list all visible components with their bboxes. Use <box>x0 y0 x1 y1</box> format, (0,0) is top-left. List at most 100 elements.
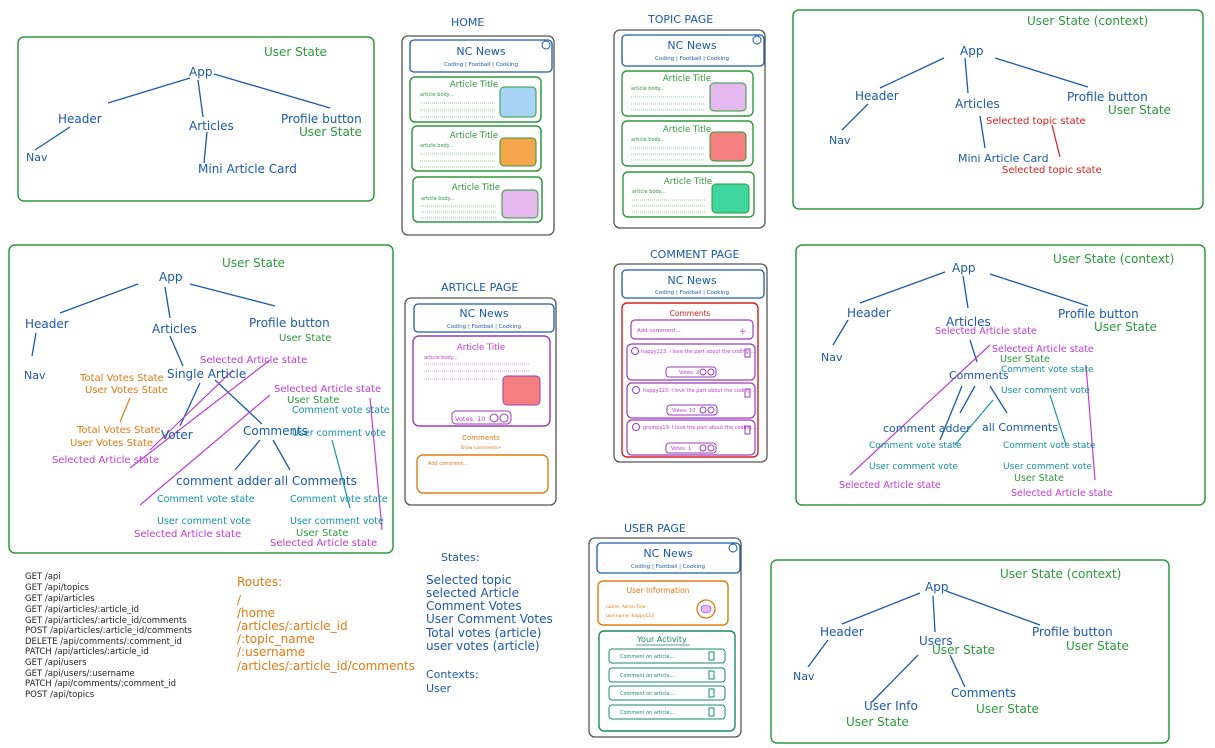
article-title: Article Title <box>663 125 711 135</box>
node-articles: Articles <box>946 315 991 329</box>
state-selected-article: Selected Article state <box>52 455 159 466</box>
api-endpoint: GET /api/articles/:article_id <box>25 605 139 615</box>
node-profile-button: Profile button <box>1058 307 1139 321</box>
trash-icon[interactable] <box>744 348 751 358</box>
panel-user-state-top-left: User State App Header Nav Articles Profi… <box>17 36 375 202</box>
article-card[interactable] <box>621 120 754 167</box>
node-all-comments: all Comments <box>274 474 357 488</box>
article-body: article body... <box>631 137 665 143</box>
avatar-icon <box>632 423 640 431</box>
votes-count: Votes: 10 <box>672 408 695 414</box>
comment-card <box>626 419 756 456</box>
wireframe-label: TOPIC PAGE <box>647 13 713 26</box>
node-header: Header <box>855 89 899 103</box>
node-header: Header <box>847 306 891 320</box>
node-comment-adder: comment adder <box>883 422 971 435</box>
article-body: article body... <box>631 86 665 92</box>
api-endpoint: POST /api/articles/:article_id/comments <box>25 626 193 636</box>
wireframe-label: ARTICLE PAGE <box>441 281 518 294</box>
panel-title: User State (context) <box>1027 14 1148 28</box>
node-users: Users <box>919 634 953 648</box>
comment-text: happy123: I love the part about the codi… <box>643 388 759 394</box>
article-card[interactable] <box>409 76 542 123</box>
show-comments-link[interactable]: Show comments+ <box>460 445 501 451</box>
topic-nav[interactable]: Coding | Football | Cooking <box>444 62 518 68</box>
route-item: /:topic_name <box>237 632 315 646</box>
article-image <box>501 189 539 219</box>
node-nav: Nav <box>24 369 46 382</box>
node-nav: Nav <box>821 351 843 364</box>
article-card[interactable] <box>622 171 755 218</box>
panel-title: User State <box>222 256 285 270</box>
downvote-icon[interactable] <box>499 413 509 423</box>
upvote-icon[interactable] <box>699 444 707 452</box>
upvote-icon[interactable] <box>489 413 499 423</box>
article-card[interactable] <box>412 176 543 223</box>
state-user: User State <box>1014 473 1064 484</box>
api-endpoint: GET /api/articles/:article_id/comments <box>25 616 187 626</box>
trash-icon[interactable] <box>708 707 715 717</box>
state-user-votes: User Votes State <box>85 385 168 396</box>
topic-nav[interactable]: Coding | Football | Cooking <box>631 564 705 570</box>
article-image <box>711 183 750 214</box>
activity-item[interactable] <box>608 648 726 664</box>
downvote-icon[interactable] <box>707 406 715 414</box>
node-single-article: Single Article <box>167 367 246 381</box>
topic-nav[interactable]: Coding | Football | Cooking <box>655 290 729 296</box>
user-name: name: Aaron Fine <box>606 604 646 610</box>
node-profile-button: Profile button <box>1032 625 1113 639</box>
vote-control <box>665 366 717 378</box>
upvote-icon[interactable] <box>699 368 707 376</box>
topic-nav[interactable]: Coding | Football | Cooking <box>655 56 729 62</box>
wireframe-label: USER PAGE <box>624 522 686 535</box>
article-body: article body... <box>424 355 458 361</box>
state-item: selected Article <box>426 586 519 600</box>
api-endpoint-list: GET /api GET /api/topics GET /api/articl… <box>25 572 193 700</box>
states-list: States: Selected topic selected Article … <box>425 551 553 695</box>
trash-icon[interactable] <box>708 670 715 680</box>
state-item: Total votes (article) <box>425 626 541 640</box>
user-icon[interactable] <box>728 543 738 553</box>
activity-item[interactable] <box>608 685 726 701</box>
downvote-icon[interactable] <box>707 368 715 376</box>
article-image <box>502 375 541 406</box>
topic-nav[interactable]: Coding | Football | Cooking <box>447 324 521 330</box>
downvote-icon[interactable] <box>707 444 715 452</box>
activity-item[interactable] <box>608 704 726 720</box>
wireframe-article-page: ARTICLE PAGE NC News Coding | Football |… <box>404 281 557 506</box>
trash-icon[interactable] <box>708 651 715 661</box>
avatar-icon <box>632 386 640 394</box>
trash-icon[interactable] <box>744 388 751 398</box>
article-image <box>499 137 537 167</box>
upvote-icon[interactable] <box>699 406 707 414</box>
article-card[interactable] <box>621 70 754 117</box>
panel-user-state-context-top-right: User State (context) App Header Nav Arti… <box>792 9 1204 210</box>
state-user-votes: User Votes State <box>70 438 153 449</box>
add-comment-box[interactable] <box>416 454 549 494</box>
article-card[interactable] <box>411 125 542 172</box>
state-selected-article: Selected Article state <box>200 355 307 366</box>
article-title: Article Title <box>664 177 712 187</box>
comments-label: Comments <box>462 434 500 442</box>
trash-icon[interactable] <box>708 688 715 698</box>
activity-item[interactable] <box>608 667 726 683</box>
trash-icon[interactable] <box>744 425 751 435</box>
route-item: /:username <box>237 645 305 659</box>
add-comment-input[interactable] <box>630 319 754 340</box>
user-information-title: User information <box>627 586 690 595</box>
node-mini-article-card: Mini Article Card <box>958 152 1049 165</box>
wireframe-user-page: USER PAGE NC News Coding | Football | Co… <box>588 522 742 738</box>
node-nav: Nav <box>793 670 815 683</box>
comment-card <box>626 343 756 381</box>
user-icon[interactable] <box>752 35 762 45</box>
api-endpoint: PATCH /api/comments/:comment_id <box>25 679 176 689</box>
user-username: username: happy123 <box>606 613 654 619</box>
user-icon[interactable] <box>541 40 551 50</box>
node-profile-button: Profile button <box>281 112 362 126</box>
api-endpoint: POST /api/topics <box>25 690 95 700</box>
state-item: Comment Votes <box>426 599 522 613</box>
add-comment-button[interactable]: + <box>739 327 747 337</box>
article-image <box>499 86 537 118</box>
avatar <box>696 599 716 619</box>
states-title: States: <box>441 551 480 564</box>
